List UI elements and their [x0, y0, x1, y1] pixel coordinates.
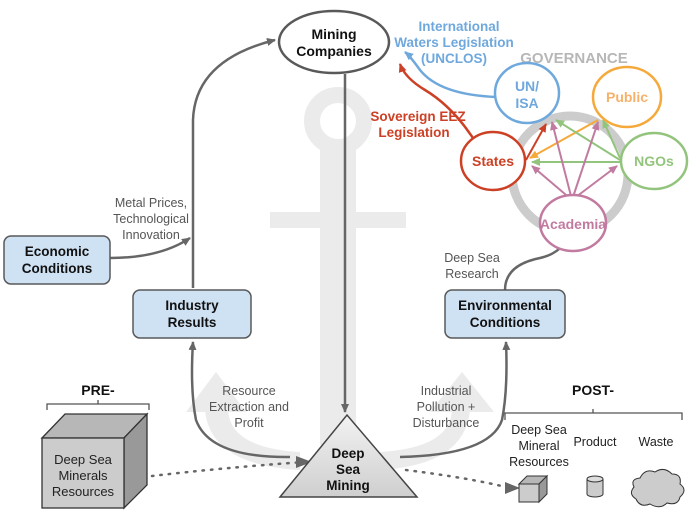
svg-text:Metal Prices,: Metal Prices,	[115, 196, 187, 210]
public-label: Public	[606, 89, 648, 105]
arrow-states-to-mining	[398, 63, 480, 147]
economic-label-2: Conditions	[22, 261, 93, 276]
deep-sea-mining-label-1: Deep	[331, 446, 364, 461]
environmental-label-2: Conditions	[470, 315, 541, 330]
deep-sea-mining-label-3: Mining	[326, 478, 370, 493]
arrow-industry-to-mining	[191, 38, 276, 288]
environmental-label-1: Environmental	[458, 298, 552, 313]
post-item-mineral-label-1: Deep Sea	[511, 423, 567, 437]
post-item-waste-label: Waste	[639, 435, 674, 449]
arrow-deepsea-to-environment	[399, 341, 511, 459]
pre-bracket	[46, 400, 150, 410]
industry-label-2: Results	[168, 315, 217, 330]
node-environmental-conditions[interactable]: Environmental Conditions	[444, 289, 566, 339]
node-academia[interactable]: Academia	[538, 193, 608, 253]
svg-text:Innovation: Innovation	[122, 228, 180, 242]
svg-text:Waters Legislation: Waters Legislation	[394, 35, 514, 50]
svg-text:Legislation: Legislation	[378, 125, 449, 140]
cloud-icon	[630, 468, 685, 508]
ngos-label: NGOs	[634, 153, 674, 169]
mining-companies-label-1: Mining	[311, 26, 356, 42]
svg-text:Minerals: Minerals	[58, 468, 108, 483]
anchor-background	[186, 87, 494, 470]
dotted-arrowhead-1	[296, 456, 312, 468]
svg-text:Sovereign EEZ: Sovereign EEZ	[370, 109, 465, 124]
svg-text:Pollution +: Pollution +	[417, 400, 476, 414]
node-states[interactable]: States	[459, 130, 527, 192]
post-item-product-label: Product	[573, 435, 617, 449]
dotted-arrowhead-2	[505, 482, 520, 494]
node-ngos[interactable]: NGOs	[619, 131, 689, 191]
svg-text:Extraction and: Extraction and	[209, 400, 289, 414]
svg-text:Profit: Profit	[234, 416, 264, 430]
svg-text:Technological: Technological	[113, 212, 189, 226]
svg-text:Resource: Resource	[222, 384, 276, 398]
economic-label-1: Economic	[25, 244, 90, 259]
un-isa-label-1: UN/	[515, 78, 539, 94]
svg-text:International: International	[418, 19, 499, 34]
post-item-mineral-label-3: Resources	[509, 455, 569, 469]
main-arrows	[109, 38, 569, 459]
cylinder-icon	[586, 475, 604, 498]
label-international-waters: International Waters Legislation (UNCLOS…	[394, 19, 514, 66]
node-mining-companies[interactable]: Mining Companies	[277, 9, 391, 75]
node-un-isa[interactable]: UN/ ISA	[493, 61, 561, 125]
dotted-pre-to-mining	[150, 460, 306, 478]
governance-title: GOVERNANCE	[520, 50, 628, 67]
node-deep-sea-mining[interactable]: Deep Sea Mining	[278, 413, 419, 498]
un-isa-label-2: ISA	[515, 95, 538, 111]
arrow-unisa-to-mining	[404, 51, 498, 99]
label-resource-extraction: Resource Extraction and Profit	[209, 384, 289, 430]
mining-companies-label-2: Companies	[296, 43, 372, 59]
post-title: POST-	[572, 382, 614, 398]
academia-label: Academia	[540, 216, 606, 232]
svg-text:Industrial: Industrial	[421, 384, 472, 398]
dotted-mining-to-post	[404, 468, 512, 490]
node-economic-conditions[interactable]: Economic Conditions	[3, 235, 111, 285]
label-sovereign-eez: Sovereign EEZ Legislation	[370, 109, 465, 140]
industry-label-1: Industry	[165, 298, 219, 313]
states-label: States	[472, 153, 514, 169]
svg-text:Deep Sea: Deep Sea	[54, 452, 113, 467]
svg-text:Disturbance: Disturbance	[413, 416, 480, 430]
dotted-flow	[150, 460, 512, 490]
arrow-deepsea-to-industry	[188, 341, 291, 459]
post-section: POST- Deep Sea Mineral Resources Product…	[504, 382, 685, 508]
label-metal-prices: Metal Prices, Technological Innovation	[113, 196, 189, 242]
arrow-economic-to-industry-line	[109, 236, 191, 260]
node-public[interactable]: Public	[591, 65, 663, 129]
label-deep-sea-research: Deep Sea Research	[444, 251, 500, 281]
svg-text:(UNCLOS): (UNCLOS)	[421, 51, 487, 66]
post-bracket	[504, 409, 683, 420]
svg-text:Resources: Resources	[52, 484, 115, 499]
cube-icon	[517, 474, 549, 504]
post-item-mineral-label-2: Mineral	[519, 439, 560, 453]
label-industrial-pollution: Industrial Pollution + Disturbance	[413, 384, 480, 430]
node-industry-results[interactable]: Industry Results	[132, 289, 252, 339]
deep-sea-mining-label-2: Sea	[336, 462, 361, 477]
pre-title: PRE-	[81, 382, 115, 398]
svg-text:Deep Sea: Deep Sea	[444, 251, 500, 265]
svg-text:Research: Research	[445, 267, 499, 281]
pre-cube-icon	[40, 412, 149, 510]
pre-section: PRE- Deep Sea Minerals Resources	[40, 382, 150, 510]
